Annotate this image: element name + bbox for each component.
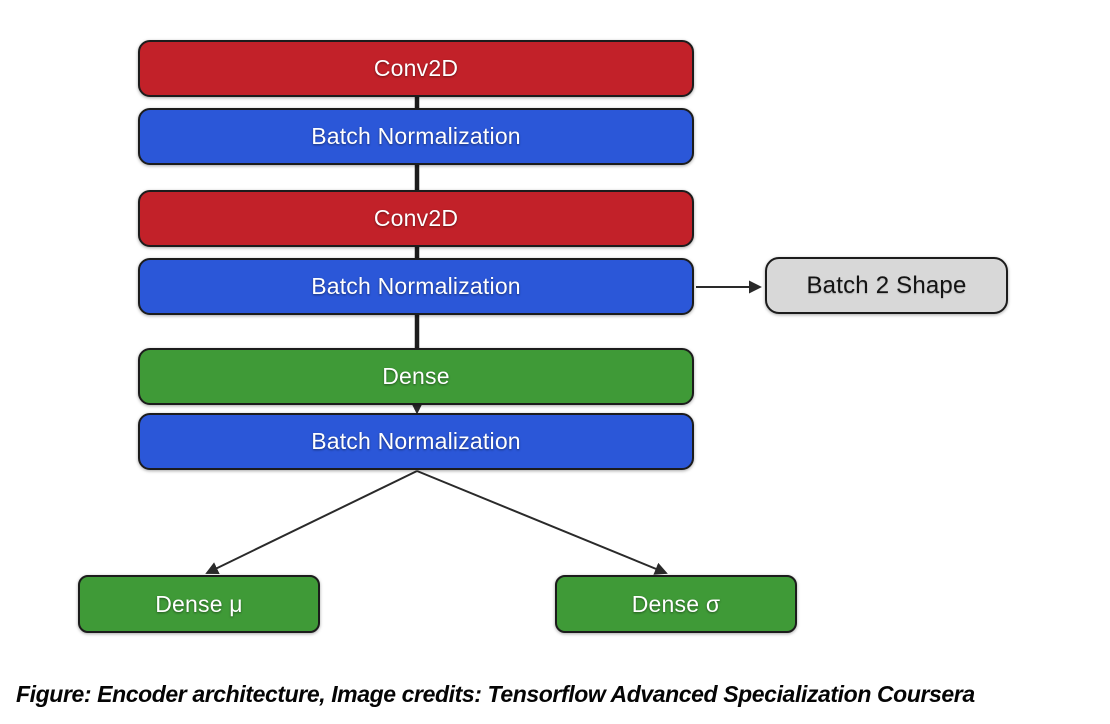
node-batch-2-shape: Batch 2 Shape	[765, 257, 1008, 314]
connector-bn3-densemu-arrow	[205, 470, 418, 575]
node-dense: Dense	[138, 348, 694, 405]
node-batch-normalization-2: Batch Normalization	[138, 258, 694, 315]
node-dense-mu: Dense μ	[78, 575, 320, 633]
node-batch-normalization-1: Batch Normalization	[138, 108, 694, 165]
figure-caption: Figure: Encoder architecture, Image cred…	[16, 681, 975, 707]
node-conv2d-2: Conv2D	[138, 190, 694, 247]
node-conv2d-1: Conv2D	[138, 40, 694, 97]
node-batch-normalization-3: Batch Normalization	[138, 413, 694, 470]
node-dense-sigma: Dense σ	[555, 575, 797, 633]
connector-bn3-densesigma-arrow	[416, 470, 668, 575]
